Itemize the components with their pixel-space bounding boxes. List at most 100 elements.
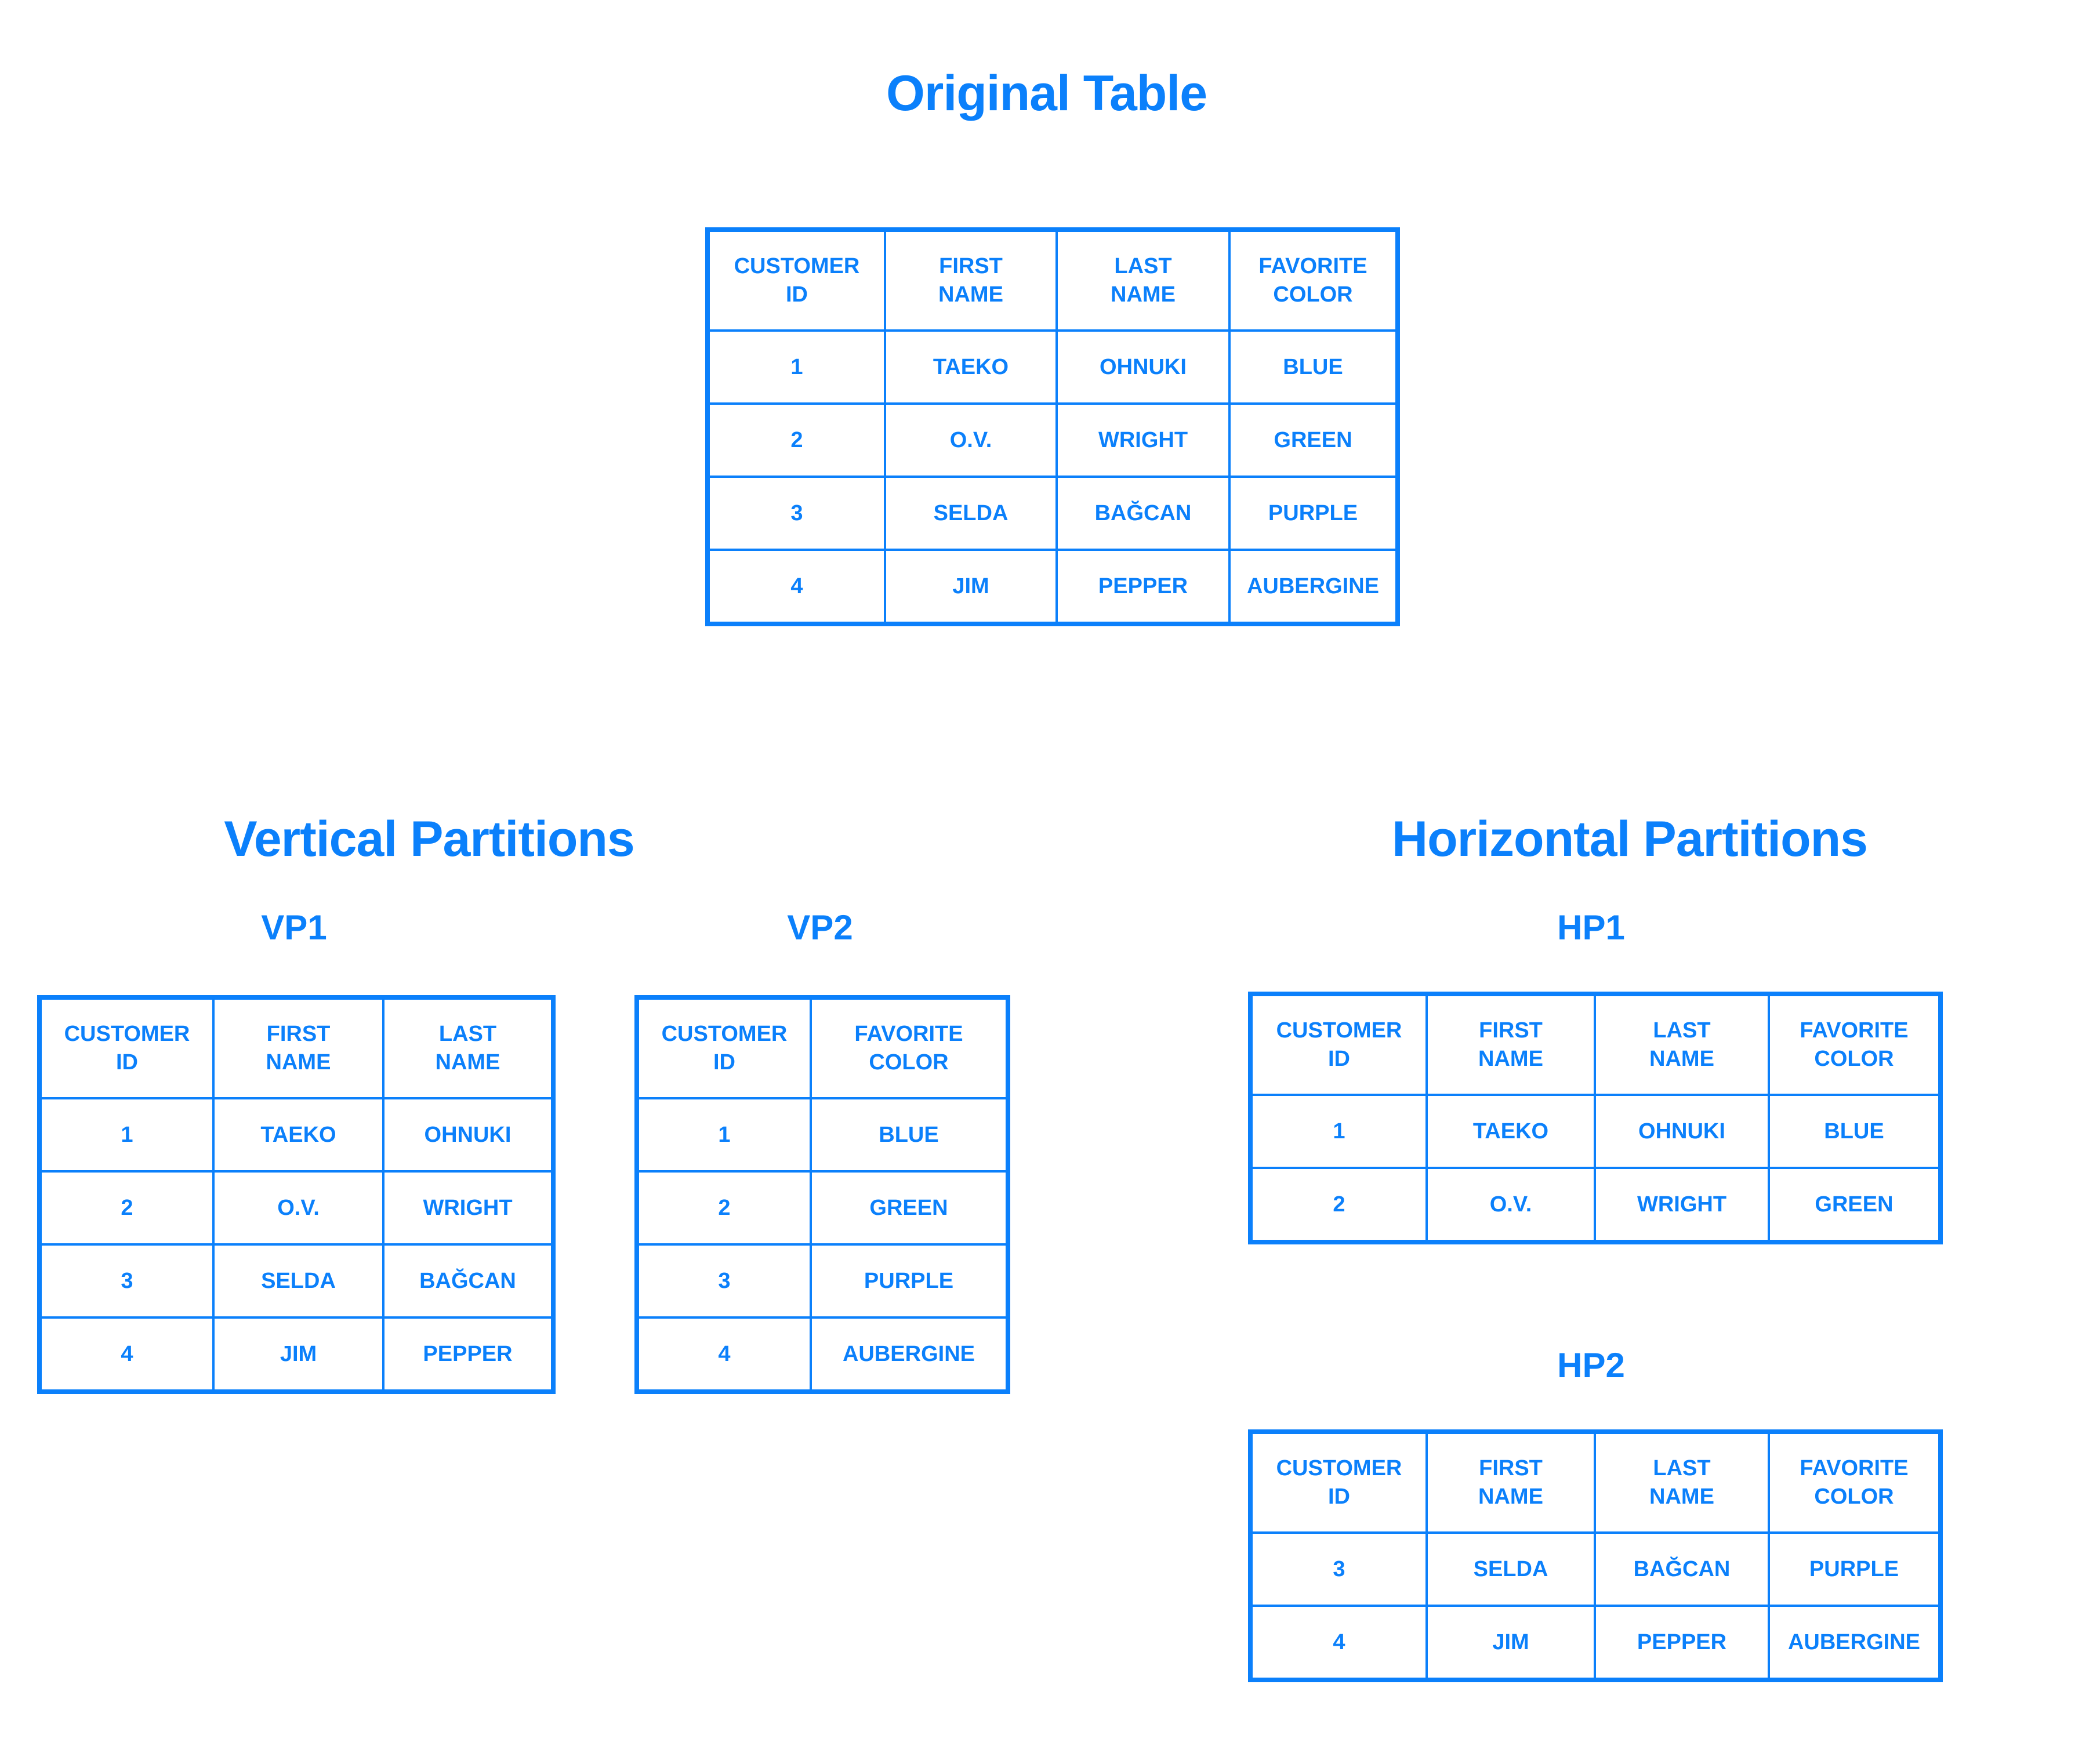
column-header-line: FAVORITE <box>1258 254 1367 279</box>
table-cell: BLUE <box>1768 1094 1942 1169</box>
column-header-line: FIRST <box>1479 1018 1543 1043</box>
column-header-line: NAME <box>1649 1484 1714 1509</box>
column-header-line: NAME <box>1478 1047 1543 1071</box>
column-header: FIRST NAME <box>212 996 384 1099</box>
table-cell: 2 <box>1249 1167 1428 1243</box>
table-cell: SELDA <box>212 1243 384 1319</box>
table-cell: 3 <box>38 1243 215 1319</box>
column-header: CUSTOMER ID <box>38 996 215 1099</box>
table-cell: OHNUKI <box>1055 329 1231 405</box>
column-header-line: FIRST <box>939 254 1003 279</box>
column-header-line: LAST <box>1114 254 1172 279</box>
column-header-line: ID <box>116 1050 138 1075</box>
column-header: CUSTOMER ID <box>1249 1431 1428 1534</box>
table-cell: BAĞCAN <box>1055 476 1231 551</box>
column-header-line: FIRST <box>1479 1456 1543 1481</box>
table-cell: TAEKO <box>212 1097 384 1173</box>
column-header-line: ID <box>1328 1484 1350 1509</box>
table-cell: 3 <box>1249 1531 1428 1607</box>
table-cell: O.V. <box>1425 1167 1596 1243</box>
table-cell: AUBERGINE <box>810 1316 1009 1393</box>
table-cell: SELDA <box>1425 1531 1596 1607</box>
column-header-line: NAME <box>1649 1047 1714 1071</box>
table-cell: PURPLE <box>1228 476 1399 551</box>
table-cell: PURPLE <box>810 1243 1009 1319</box>
column-header-line: LAST <box>1653 1018 1711 1043</box>
table-cell: 4 <box>636 1316 812 1393</box>
column-header-line: NAME <box>938 282 1003 307</box>
column-header: FIRST NAME <box>884 228 1058 332</box>
column-header-line: NAME <box>266 1050 331 1075</box>
column-header-line: NAME <box>1478 1484 1543 1509</box>
column-header-line: CUSTOMER <box>1276 1456 1402 1481</box>
table-cell: SELDA <box>884 476 1058 551</box>
table-cell: TAEKO <box>884 329 1058 405</box>
table-cell: PEPPER <box>1594 1605 1770 1681</box>
table-cell: TAEKO <box>1425 1094 1596 1169</box>
column-header-line: NAME <box>435 1050 500 1075</box>
table-cell: BLUE <box>1228 329 1399 405</box>
table-label-hp1: HP1 <box>1557 908 1625 947</box>
column-header-line: FAVORITE <box>1800 1456 1909 1481</box>
table-cell: JIM <box>884 549 1058 625</box>
table-cell: PEPPER <box>382 1316 554 1393</box>
column-header-line: FAVORITE <box>1800 1018 1909 1043</box>
table-cell: WRIGHT <box>1055 402 1231 478</box>
table-cell: AUBERGINE <box>1768 1605 1942 1681</box>
table-cell: PEPPER <box>1055 549 1231 625</box>
column-header: LAST NAME <box>1055 228 1231 332</box>
column-header-line: COLOR <box>1814 1484 1894 1509</box>
table-cell: 3 <box>636 1243 812 1319</box>
column-header-line: ID <box>1328 1047 1350 1071</box>
table-cell: 1 <box>1249 1094 1428 1169</box>
table-cell: O.V. <box>212 1170 384 1246</box>
column-header-line: CUSTOMER <box>64 1022 190 1047</box>
section-title-vertical-partitions: Vertical Partitions <box>224 811 635 867</box>
table-label-vp1: VP1 <box>261 908 327 947</box>
table-cell: BLUE <box>810 1097 1009 1173</box>
table-cell: BAĞCAN <box>1594 1531 1770 1607</box>
column-header-line: FAVORITE <box>854 1022 963 1047</box>
column-header-line: NAME <box>1111 282 1176 307</box>
column-header-line: CUSTOMER <box>661 1022 788 1047</box>
column-header-line: ID <box>786 282 808 307</box>
column-header-line: FIRST <box>266 1022 331 1047</box>
column-header: FIRST NAME <box>1425 1431 1596 1534</box>
table-cell: 1 <box>706 329 886 405</box>
column-header: FIRST NAME <box>1425 993 1596 1096</box>
table-cell: JIM <box>212 1316 384 1393</box>
table-cell: 4 <box>38 1316 215 1393</box>
page-title-original-table: Original Table <box>886 66 1207 121</box>
column-header-line: CUSTOMER <box>734 254 860 279</box>
table-cell: OHNUKI <box>382 1097 554 1173</box>
table-cell: GREEN <box>810 1170 1009 1246</box>
table-cell: 1 <box>38 1097 215 1173</box>
table-cell: JIM <box>1425 1605 1596 1681</box>
column-header: LAST NAME <box>1594 993 1770 1096</box>
